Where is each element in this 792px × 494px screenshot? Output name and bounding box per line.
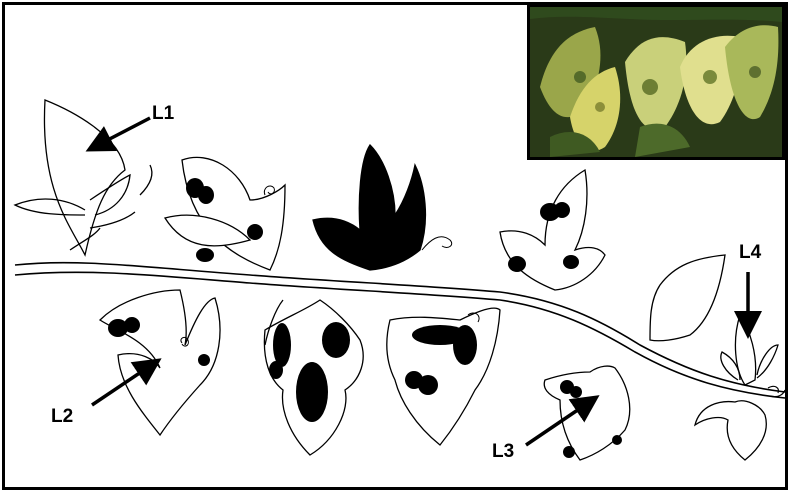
leaf-upper-1 xyxy=(165,157,285,270)
label-l3: L3 xyxy=(492,442,514,461)
leaf-upper-2 xyxy=(313,145,452,270)
inset-photo xyxy=(527,4,785,160)
leaf-l4 xyxy=(721,315,778,385)
leaf-l3 xyxy=(544,366,630,460)
label-l1: L1 xyxy=(152,104,174,123)
leaf-lower-3 xyxy=(387,308,500,445)
leaf-l2 xyxy=(100,290,220,435)
label-l2: L2 xyxy=(51,407,73,426)
leaf-upper-3 xyxy=(500,170,605,290)
leaf-l1 xyxy=(15,100,152,255)
label-l4: L4 xyxy=(739,243,761,262)
arrow-l1 xyxy=(98,118,150,145)
leaf-lower-2 xyxy=(264,300,363,455)
leaf-upper-4 xyxy=(650,255,725,341)
leaf-lower-right xyxy=(695,401,766,460)
